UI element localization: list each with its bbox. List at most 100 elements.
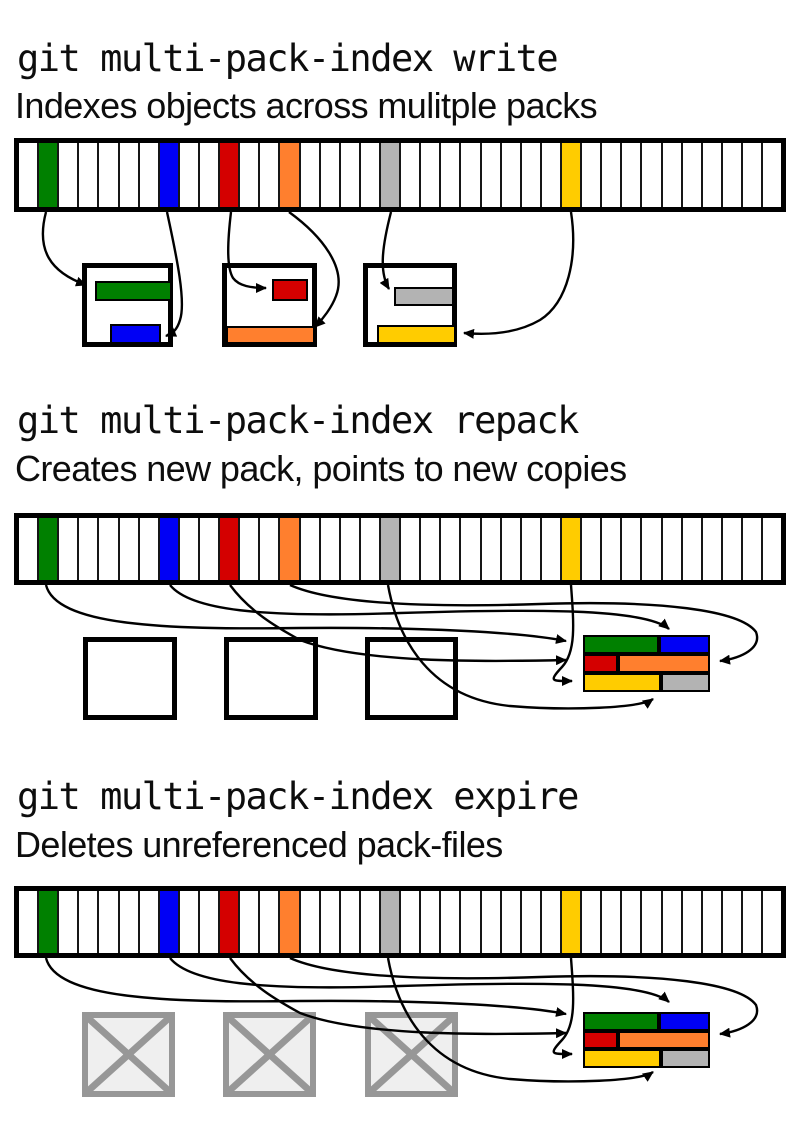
- arrow-blue-to-newpack: [169, 584, 670, 630]
- new-pack-row: [583, 1012, 710, 1031]
- multi-pack-index-bar-write: [14, 138, 786, 212]
- empty-cell: [702, 518, 723, 580]
- x-cross-icon: [371, 1018, 452, 1091]
- orange-object: [226, 326, 315, 344]
- new-pack-repack: [583, 635, 710, 692]
- empty-cell: [421, 891, 442, 953]
- empty-cell: [139, 143, 160, 207]
- empty-cell: [199, 143, 221, 207]
- command-expire: git multi-pack-index expire: [17, 775, 579, 818]
- empty-cell: [19, 143, 40, 207]
- empty-cell: [320, 891, 341, 953]
- yellow-object-copy: [583, 1049, 662, 1069]
- empty-cell: [501, 518, 522, 580]
- empty-cell: [260, 143, 281, 207]
- empty-cell: [401, 143, 422, 207]
- blue-object-copy: [659, 1012, 710, 1031]
- empty-cell: [360, 143, 381, 207]
- empty-cell: [702, 143, 723, 207]
- deleted-pack-file-3: [365, 1012, 458, 1097]
- gray-object-cell: [380, 143, 402, 207]
- new-pack-row: [583, 1030, 710, 1050]
- green-object-cell: [39, 143, 60, 207]
- empty-cell: [541, 891, 562, 953]
- empty-cell: [682, 143, 703, 207]
- red-object-cell: [220, 143, 241, 207]
- new-pack-expire: [583, 1012, 710, 1069]
- empty-cell: [59, 143, 80, 207]
- gray-object-cell: [380, 518, 402, 580]
- empty-cell: [763, 143, 782, 207]
- empty-cell: [99, 891, 120, 953]
- empty-cell: [602, 143, 623, 207]
- empty-cell: [19, 891, 40, 953]
- empty-cell: [722, 518, 743, 580]
- empty-cell: [662, 143, 683, 207]
- empty-cell: [521, 518, 542, 580]
- description-repack: Creates new pack, points to new copies: [15, 448, 627, 489]
- empty-cell: [763, 891, 782, 953]
- command-write: git multi-pack-index write: [17, 37, 559, 80]
- empty-cell: [199, 518, 221, 580]
- empty-cell: [722, 143, 743, 207]
- empty-cell: [179, 518, 200, 580]
- x-cross-icon: [229, 1018, 310, 1091]
- new-pack-row: [583, 673, 710, 692]
- empty-cell: [119, 518, 140, 580]
- empty-cell: [662, 891, 683, 953]
- red-object-copy: [583, 654, 618, 673]
- gray-object-copy: [661, 1049, 710, 1069]
- red-object-cell: [220, 518, 241, 580]
- empty-cell: [79, 891, 100, 953]
- empty-cell: [59, 518, 80, 580]
- empty-cell: [340, 143, 361, 207]
- arrow-yellow-to-newpack: [552, 584, 575, 687]
- empty-cell: [461, 518, 482, 580]
- empty-cell: [99, 518, 120, 580]
- green-object-copy: [583, 635, 660, 654]
- empty-cell: [139, 891, 160, 953]
- blue-object-cell: [159, 143, 180, 207]
- emptied-pack-file-3: [365, 637, 458, 720]
- empty-cell: [622, 891, 643, 953]
- empty-cell: [481, 518, 502, 580]
- new-pack-row: [583, 1049, 710, 1069]
- empty-cell: [481, 143, 502, 207]
- empty-cell: [421, 518, 442, 580]
- empty-cell: [461, 143, 482, 207]
- empty-cell: [742, 143, 764, 207]
- empty-cell: [602, 518, 623, 580]
- yellow-object: [377, 325, 456, 344]
- arrow-green-to-newpack-expire: [44, 957, 567, 1017]
- empty-cell: [521, 143, 542, 207]
- deleted-pack-file-1: [82, 1012, 175, 1097]
- empty-cell: [119, 891, 140, 953]
- empty-cell: [763, 518, 782, 580]
- empty-cell: [622, 518, 643, 580]
- yellow-object-cell: [561, 891, 583, 953]
- x-cross-icon: [88, 1018, 169, 1091]
- command-repack: git multi-pack-index repack: [17, 399, 579, 442]
- empty-cell: [742, 518, 764, 580]
- arrow-yellow-to-newpack-expire: [552, 957, 575, 1060]
- yellow-object-cell: [561, 518, 583, 580]
- arrow-blue-to-newpack-expire: [169, 957, 670, 1003]
- empty-cell: [300, 518, 321, 580]
- empty-cell: [240, 891, 261, 953]
- empty-cell: [119, 143, 140, 207]
- empty-cell: [541, 518, 562, 580]
- empty-cell: [582, 143, 603, 207]
- empty-cell: [702, 891, 723, 953]
- arrow-yellow-to-pack3: [463, 211, 575, 339]
- empty-cell: [179, 143, 200, 207]
- empty-cell: [642, 518, 663, 580]
- green-object: [95, 281, 172, 301]
- green-object-cell: [39, 891, 60, 953]
- green-object-cell: [39, 518, 60, 580]
- red-object-cell: [220, 891, 241, 953]
- description-expire: Deletes unreferenced pack-files: [15, 824, 503, 865]
- yellow-object-copy: [583, 673, 662, 692]
- empty-cell: [441, 518, 462, 580]
- arrow-green-to-pack1: [41, 211, 87, 287]
- empty-cell: [461, 891, 482, 953]
